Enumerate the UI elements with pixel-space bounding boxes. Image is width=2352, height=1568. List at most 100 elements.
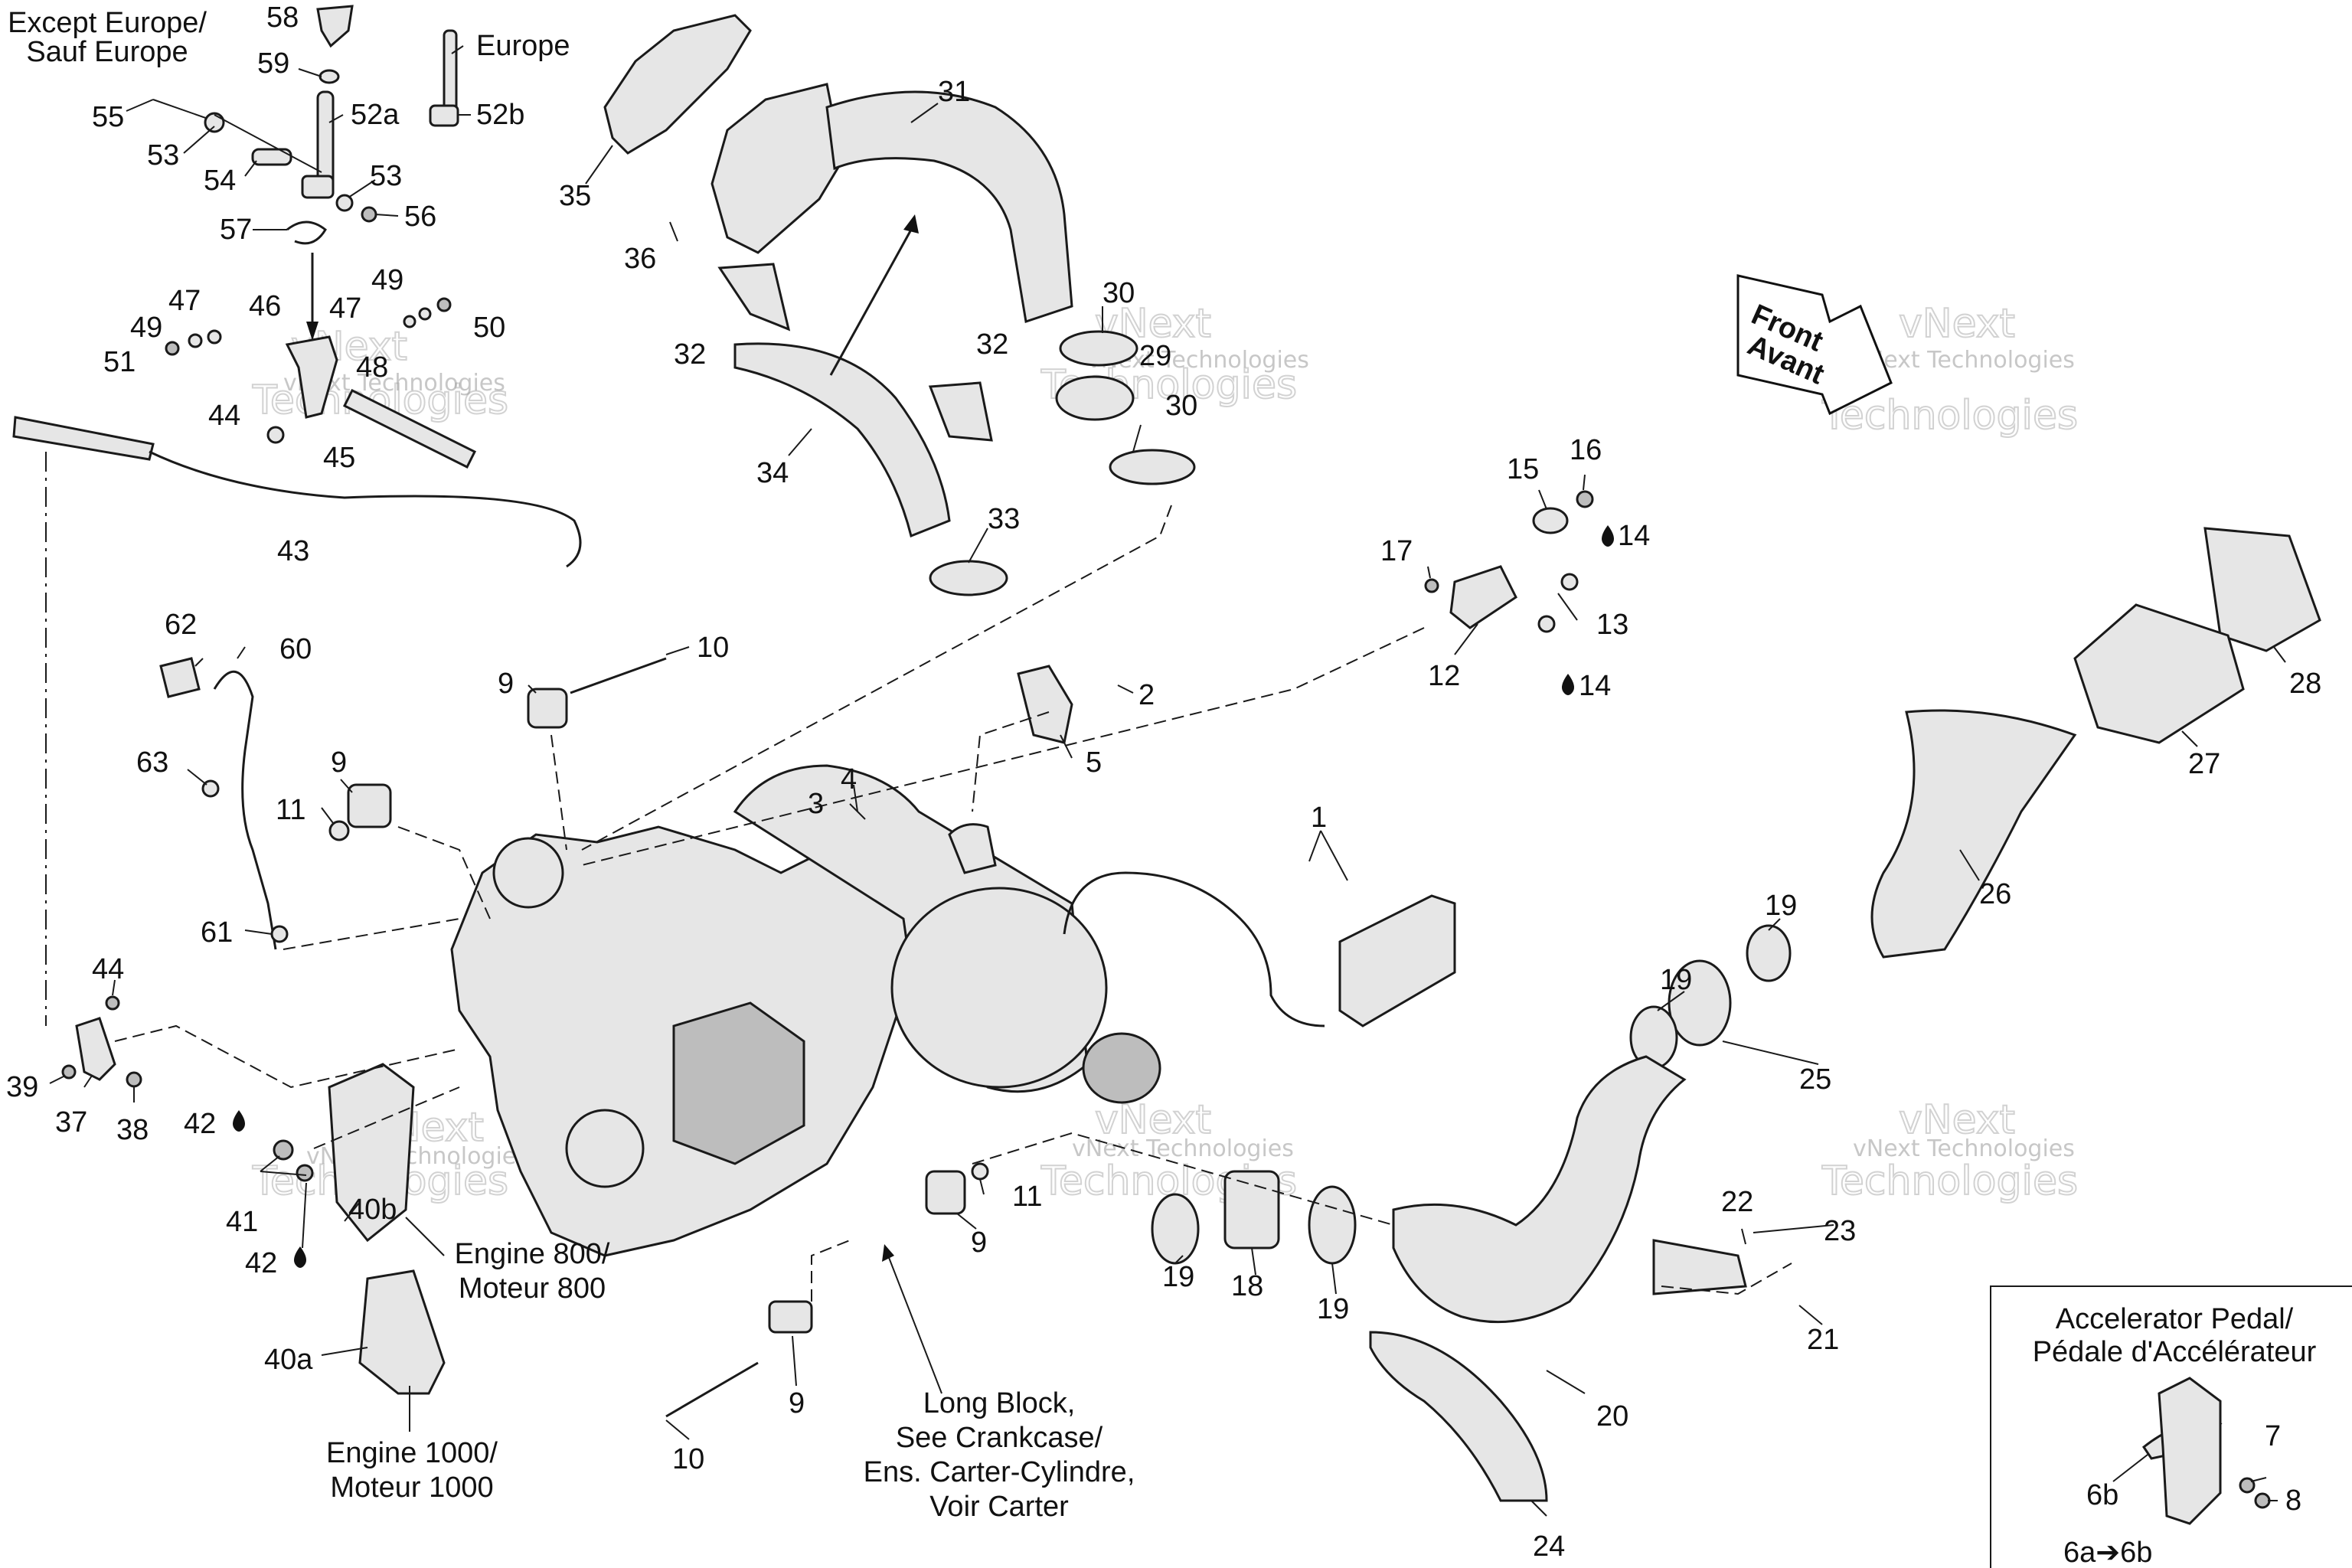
callout-17: 17: [1380, 535, 1413, 567]
note-accelerator-pedal: Accelerator Pedal/: [2056, 1303, 2294, 1335]
watermark-small: vNext Technologies: [1853, 1135, 2075, 1162]
callout-19: 19: [1162, 1261, 1194, 1293]
ecu-1: [1338, 894, 1456, 1027]
leader: [792, 1335, 797, 1387]
callout-6b: 6b: [2086, 1479, 2118, 1511]
front-arrow-icon: Front Avant: [1736, 274, 1893, 416]
leader: [1798, 1305, 1823, 1325]
assembly-arrow: [829, 229, 913, 376]
washer-47: [207, 329, 222, 345]
note-pedale: Pédale d'Accélérateur: [2033, 1336, 2317, 1368]
hose-60: [213, 671, 277, 950]
watermark-big: vNext: [1095, 1097, 1211, 1143]
callout-61: 61: [201, 916, 233, 949]
callout-9: 9: [331, 746, 347, 779]
leader: [968, 528, 988, 564]
plug-61: [270, 925, 289, 943]
cover-28: [2203, 527, 2321, 652]
note-sauf-europe: Sauf Europe: [26, 36, 188, 68]
leader: [1530, 1500, 1547, 1517]
leader: [1308, 830, 1321, 862]
arrow-head: [306, 322, 318, 341]
callout-41: 41: [226, 1206, 258, 1238]
spacer-9d: [768, 1300, 813, 1334]
washer-49b: [418, 307, 432, 321]
callout-7: 7: [2265, 1420, 2281, 1452]
pedal-bracket: [2158, 1377, 2222, 1525]
dash-line: [581, 505, 1172, 851]
bushing-53: [204, 112, 225, 133]
front-arrow-shape: [1736, 274, 1893, 416]
callout-25: 25: [1799, 1063, 1831, 1096]
callout-48: 48: [356, 351, 388, 384]
callout-31: 31: [938, 76, 970, 108]
mount-bracket-assembly: [1424, 490, 1594, 633]
callout-4: 4: [841, 763, 857, 795]
dash-line: [972, 711, 1050, 812]
leader: [528, 684, 537, 694]
leader: [49, 1075, 66, 1084]
callout-18: 18: [1231, 1270, 1263, 1302]
callout-2: 2: [1138, 679, 1155, 711]
leader: [112, 979, 116, 996]
strap-22: [1652, 1239, 1747, 1295]
watermark-big: Technologies: [1821, 1158, 2078, 1204]
lever-hub: [301, 175, 335, 199]
harness-wire: [1063, 871, 1325, 1027]
washer-59: [318, 69, 340, 84]
callout-35: 35: [559, 180, 591, 212]
callout-19: 19: [1765, 890, 1797, 922]
note-moteur-800: Moteur 800: [459, 1272, 606, 1305]
leader: [1959, 849, 1980, 881]
leader: [1557, 593, 1578, 621]
callout-42: 42: [184, 1108, 216, 1140]
callout-22: 22: [1721, 1186, 1753, 1218]
washer-39: [61, 1064, 77, 1080]
note-engine-1000: Engine 1000/: [326, 1437, 498, 1469]
sleeve-18: [1223, 1170, 1280, 1250]
dash-line: [550, 734, 567, 851]
oil-drop-icon: [1562, 674, 1574, 695]
callout-9: 9: [498, 668, 514, 700]
callout-49: 49: [371, 264, 403, 296]
callout-30: 30: [1165, 390, 1197, 422]
callouts: 58 59 52a 52b 55 53 54 53 56 57 35 31 36…: [6, 2, 2321, 1568]
cvt-air-duct-assembly: [603, 14, 1196, 596]
mount-40a: [358, 1269, 446, 1395]
leader: [1174, 1255, 1184, 1264]
breather-hose-assembly: [159, 657, 289, 950]
leader: [910, 103, 939, 123]
note-except-europe: Except Europe/: [8, 7, 207, 39]
leader: [887, 1255, 942, 1394]
callout-34: 34: [756, 457, 789, 489]
callout-11: 11: [1012, 1181, 1042, 1213]
heat-shield-35: [603, 14, 752, 155]
callout-9: 9: [789, 1387, 805, 1419]
leader: [298, 68, 322, 77]
bracket-46: [285, 335, 338, 419]
leader: [374, 214, 399, 217]
cvt-cover: [890, 887, 1108, 1089]
intake-adapter-assembly: [1870, 527, 2321, 959]
leader: [2273, 646, 2286, 663]
callout-51: 51: [103, 346, 136, 378]
leader: [1251, 1247, 1256, 1276]
leader: [1538, 489, 1547, 510]
callout-1: 1: [1311, 802, 1327, 834]
assembly-arrow-head: [903, 214, 919, 234]
callout-12: 12: [1428, 660, 1460, 692]
leader: [1657, 991, 1685, 1011]
callout-6a-6b: 6a➔6b: [2063, 1537, 2152, 1568]
watermark-big: vNext: [1899, 1097, 2015, 1143]
callout-23: 23: [1824, 1215, 1856, 1247]
bracket-12: [1449, 565, 1517, 629]
spacer-9b: [347, 783, 392, 828]
leader: [187, 769, 207, 786]
note-ens-carter: Ens. Carter-Cylindre,: [864, 1456, 1135, 1488]
bolt-55: [152, 99, 215, 122]
engine-mount-assembly: [61, 995, 446, 1395]
callout-53: 53: [147, 139, 179, 172]
leader: [1768, 918, 1781, 931]
shield-5: [1017, 665, 1073, 744]
clamp-19c: [1151, 1193, 1200, 1265]
